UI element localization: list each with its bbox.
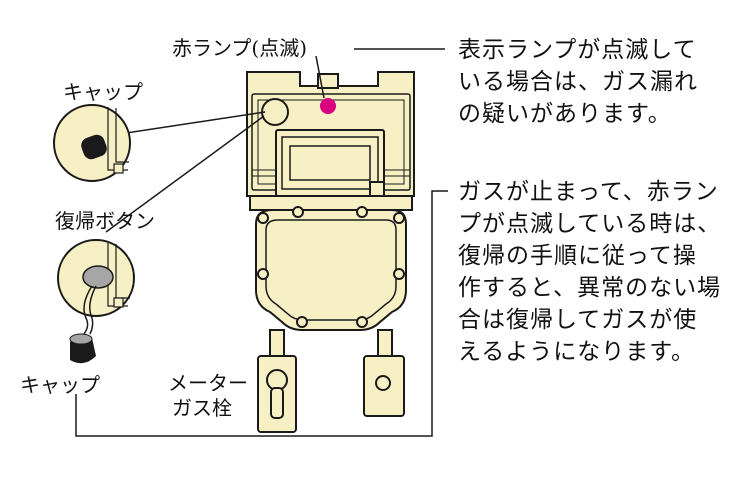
dangling-cap-icon [69, 333, 96, 364]
desc-line: の疑いがあります。 [458, 101, 672, 127]
desc-line: プが点滅している時は、 [458, 211, 722, 237]
cap-top-label: キャップ [63, 80, 143, 104]
desc-line: 表示ランプが点滅して [458, 37, 697, 63]
gas-meter [246, 71, 415, 433]
desc-line: いる場合は、ガス漏れ [458, 69, 698, 95]
meter-valve-label-line1: メーター [168, 371, 248, 395]
cap-icon [81, 134, 107, 160]
leader-lines [75, 48, 448, 437]
gray-reset-button-icon [82, 265, 114, 289]
blinking-lamp-description: 表示ランプが点滅して いる場合は、ガス漏れ の疑いがあります。 [458, 34, 698, 130]
desc-line: 作すると、異常のない場 [458, 275, 722, 301]
cap-bottom-label: キャップ [20, 373, 100, 397]
desc-line: 復帰の手順に従って操 [458, 243, 697, 269]
desc-line: えるようになります。 [458, 339, 696, 365]
red-lamp-icon [320, 98, 336, 114]
meter-valve-label-line2: ガス栓 [172, 396, 232, 420]
red-lamp-label: 赤ランプ(点滅) [172, 36, 308, 60]
cap-magnifier [53, 104, 131, 182]
reset-button-magnifier [57, 239, 135, 364]
reset-button-label: 復帰ボタン [55, 209, 155, 233]
desc-line: 合は復帰してガスが使 [458, 307, 698, 333]
reset-button-icon [261, 98, 289, 126]
reset-procedure-description: ガスが止まって、赤ラン プが点滅している時は、 復帰の手順に従って操 作すると、… [458, 176, 721, 368]
desc-line: ガスが止まって、赤ラン [458, 179, 719, 205]
